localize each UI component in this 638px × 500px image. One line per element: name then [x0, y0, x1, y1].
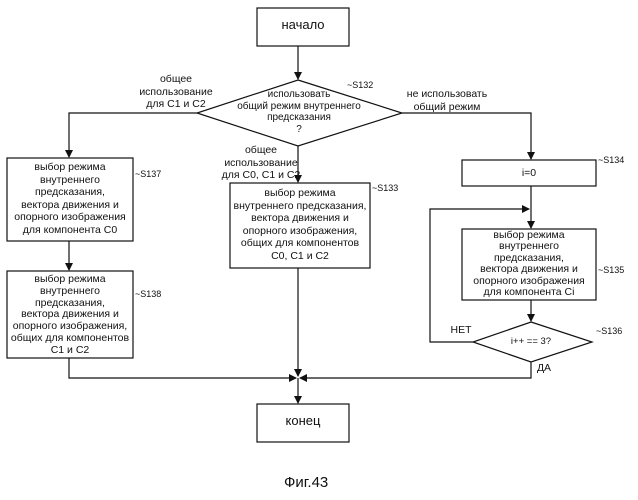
figure-caption: Фиг.43 — [284, 474, 328, 491]
left-branch-label: общее использование для C1 и C2 — [126, 73, 226, 111]
box-s133-text: выбор режима внутреннего предсказания, в… — [230, 187, 370, 263]
step-s138: ~S138 — [135, 289, 161, 299]
right-branch-label: не использовать общий режим — [392, 88, 502, 113]
box-s135-text: выбор режима внутреннего предсказания, в… — [462, 230, 596, 298]
start-label: начало — [257, 17, 349, 32]
decision-s136-text: i++ == 3? — [473, 336, 589, 349]
no-label: НЕТ — [446, 324, 476, 337]
decision-s132-text: использовать общий режим внутреннего пре… — [222, 89, 376, 135]
step-s133: ~S133 — [372, 183, 398, 193]
end-label: конец — [257, 413, 349, 428]
middle-branch-label: общее использование для C0, C1 и C2 — [206, 144, 316, 182]
box-s134-text: i=0 — [462, 167, 596, 180]
box-s138-text: выбор режима внутреннего предсказания, в… — [7, 274, 133, 357]
box-s137-text: выбор режима внутреннего предсказания, в… — [7, 161, 133, 237]
yes-label: ДА — [532, 362, 556, 375]
step-s136: ~S136 — [596, 326, 622, 336]
step-s132: ~S132 — [347, 80, 373, 90]
step-s134: ~S134 — [598, 155, 624, 165]
step-s137: ~S137 — [135, 169, 161, 179]
step-s135: ~S135 — [598, 265, 624, 275]
